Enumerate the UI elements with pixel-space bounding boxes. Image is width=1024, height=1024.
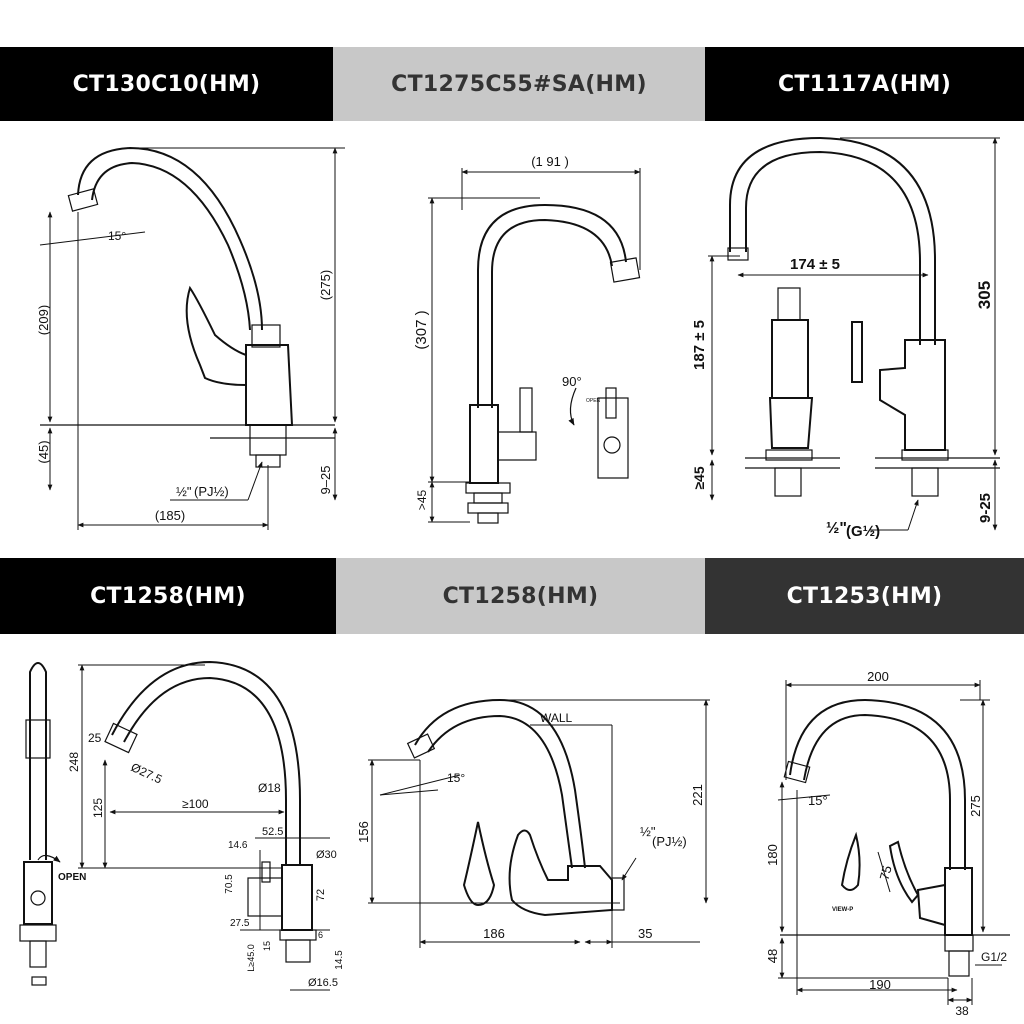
dim-angle: 15°	[808, 793, 828, 808]
header-ct1258-b: CT1258(HM)	[336, 558, 705, 634]
thread-type: (G½)	[846, 523, 880, 540]
dim-angle: 90°	[562, 374, 582, 389]
dim-reach: ≥100	[182, 797, 209, 811]
thread-type: (PJ½)	[194, 484, 229, 499]
view-label: VIEW-P	[832, 907, 853, 913]
thread-size: G1/2	[981, 950, 1007, 964]
dim-h75: 75	[877, 864, 895, 882]
dim-w525: 52.5	[262, 826, 283, 838]
dim-height-275: (275)	[318, 270, 333, 300]
model-title: CT1258(HM)	[90, 583, 246, 609]
dim-h72: 72	[315, 889, 327, 901]
drawing-ct1258-b: WALL 15° 156 221 ½" (PJ½) 186 35	[356, 698, 710, 948]
header-ct1258-a: CT1258(HM)	[0, 558, 336, 634]
dim-h248: 248	[67, 752, 81, 772]
dim-h221: 221	[690, 784, 705, 806]
dim-min-45: ≥45	[691, 466, 707, 489]
dim-dia18: Ø18	[258, 781, 281, 795]
header-ct1275c55: CT1275C55#SA(HM)	[333, 47, 705, 121]
drawing-ct1117a: 174 ± 5 187 ± 5 ≥45 305 9-25 ½" (G½)	[691, 136, 1000, 540]
drawing-ct1253: VIEW-P 200 15° 275 180 75 48 G1/2 190 38	[765, 669, 1010, 1018]
dim-angle: 15°	[447, 771, 465, 785]
dim-h450: L≥45.0	[246, 944, 256, 971]
dim-d6: 6	[318, 930, 323, 940]
dim-h15: 15	[262, 941, 272, 951]
dim-h125: 125	[91, 798, 105, 818]
dim-w200: 200	[867, 669, 889, 684]
dim-h156: 156	[356, 821, 371, 843]
dim-thickness: 9-25	[977, 493, 994, 523]
dim-h275: 275	[968, 795, 983, 817]
dim-height-209: (209)	[36, 305, 51, 335]
dim-w275: 27.5	[230, 918, 250, 929]
dim-dia30: Ø30	[316, 849, 337, 861]
dim-w186: 186	[483, 926, 505, 941]
dim-w190: 190	[869, 977, 891, 992]
model-title: CT1253(HM)	[786, 583, 943, 609]
dim-h180: 180	[765, 844, 780, 866]
open-label: OPEN	[58, 872, 86, 883]
wall-label: WALL	[540, 711, 573, 725]
dim-height-45: (45)	[36, 440, 51, 463]
dim-angle: 15°	[108, 229, 126, 243]
dim-width: 174 ± 5	[790, 256, 840, 273]
dim-dia275: Ø27.5	[129, 760, 165, 787]
dim-thickness: 9–25	[318, 466, 333, 495]
thread-size: ½"	[826, 520, 847, 537]
dim-h145: 14.5	[334, 950, 345, 970]
header-ct1253: CT1253(HM)	[705, 558, 1024, 634]
header-ct130c10: CT130C10(HM)	[0, 47, 333, 121]
model-title: CT1275C55#SA(HM)	[391, 71, 647, 97]
dim-h705: 70.5	[224, 874, 235, 894]
dim-d25: 25	[88, 731, 102, 745]
dim-w35: 35	[638, 926, 652, 941]
model-title: CT1258(HM)	[442, 583, 599, 609]
dim-width-191: (1 91 )	[531, 154, 569, 169]
thread-size: ½"	[176, 484, 192, 499]
dim-w38: 38	[955, 1004, 969, 1018]
dim-height-187: 187 ± 5	[691, 320, 708, 370]
drawing-ct130c10: 15° (209) (45) (275) 9–25 (185) ½" (PJ½)	[36, 146, 345, 530]
drawing-ct1258-a: OPEN 248 25 Ø27.5 125 ≥100 Ø18 52.5 14.6…	[19, 660, 345, 991]
thread-size: ½"	[640, 824, 656, 839]
dim-height-305: 305	[975, 281, 994, 309]
dim-dia165: Ø16.5	[308, 977, 338, 989]
model-title: CT1117A(HM)	[777, 71, 952, 97]
dim-h48: 48	[765, 949, 780, 963]
dim-w146: 14.6	[228, 840, 248, 851]
open-label: OPEN	[586, 398, 601, 404]
drawing-ct1275c55: (1 91 ) (307 ) >45 90° OPEN	[413, 154, 641, 524]
header-ct1117a: CT1117A(HM)	[705, 47, 1024, 121]
dim-min-45: >45	[415, 489, 429, 510]
dim-width-185: (185)	[155, 508, 185, 523]
thread-type: (PJ½)	[652, 834, 687, 849]
dim-height-307: (307 )	[413, 310, 430, 349]
model-title: CT130C10(HM)	[72, 71, 261, 97]
